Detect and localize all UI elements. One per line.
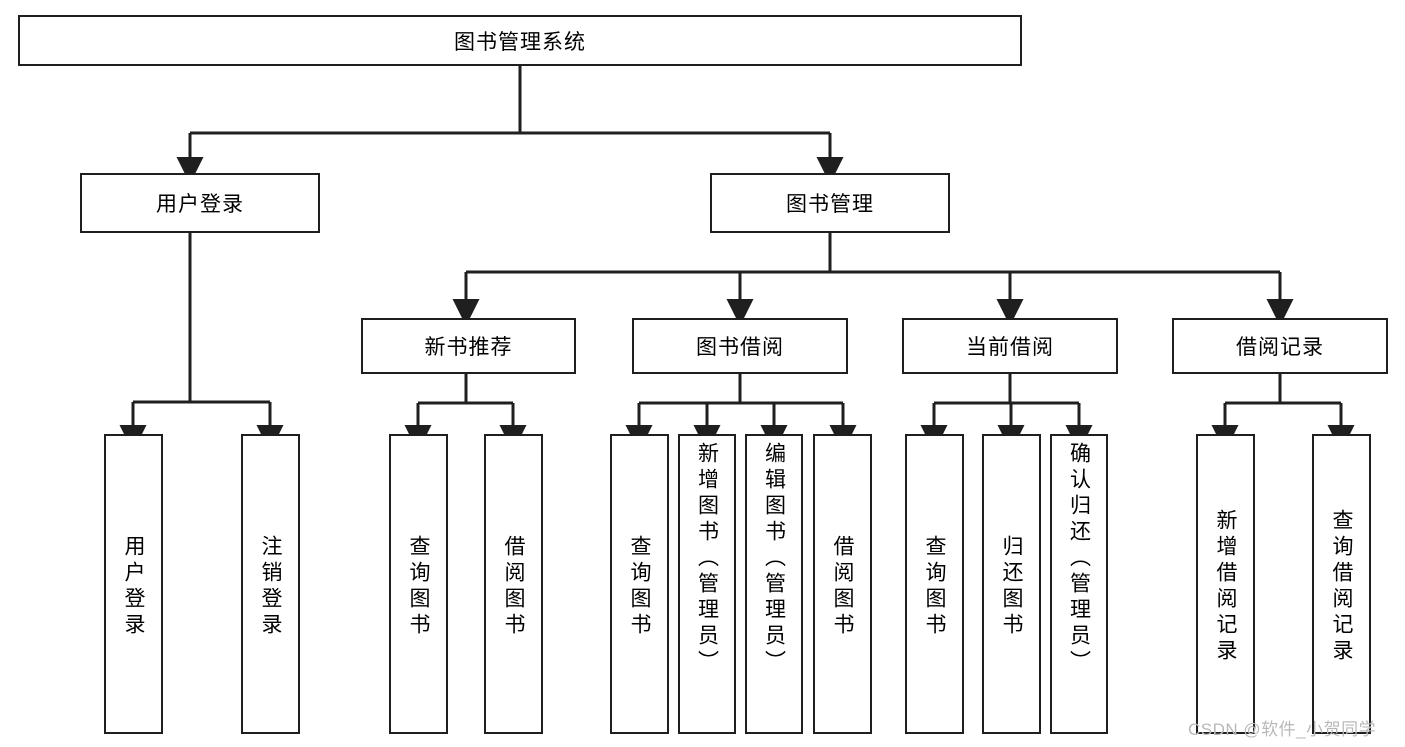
leaf-edit-book-admin[interactable]: 编辑图书（管理员） — [745, 434, 803, 734]
leaf-query-borrow-record-label: 查询借阅记录 — [1330, 509, 1353, 665]
node-book-management[interactable]: 图书管理 — [710, 173, 950, 233]
leaf-return-book-label: 归还图书 — [1000, 535, 1023, 639]
leaf-user-login-label: 用户登录 — [122, 535, 145, 639]
node-book-borrow-label: 图书借阅 — [696, 336, 784, 359]
node-root[interactable]: 图书管理系统 — [18, 15, 1022, 66]
leaf-query-book-borrow[interactable]: 查询图书 — [610, 434, 669, 734]
leaf-borrow-book-label: 借阅图书 — [831, 535, 854, 639]
node-user-login[interactable]: 用户登录 — [80, 173, 320, 233]
leaf-logout[interactable]: 注销登录 — [241, 434, 300, 734]
leaf-borrow-book[interactable]: 借阅图书 — [813, 434, 872, 734]
leaf-logout-label: 注销登录 — [259, 535, 282, 639]
node-book-borrow[interactable]: 图书借阅 — [632, 318, 848, 374]
leaf-add-book-admin[interactable]: 新增图书（管理员） — [678, 434, 736, 734]
leaf-query-borrow-record[interactable]: 查询借阅记录 — [1312, 434, 1371, 734]
node-new-book-recommend[interactable]: 新书推荐 — [361, 318, 576, 374]
leaf-add-borrow-record[interactable]: 新增借阅记录 — [1196, 434, 1255, 734]
leaf-query-book-current-label: 查询图书 — [923, 535, 946, 639]
leaf-add-book-admin-label: 新增图书（管理员） — [695, 442, 719, 676]
leaf-confirm-return-admin[interactable]: 确认归还（管理员） — [1050, 434, 1108, 734]
node-borrow-record[interactable]: 借阅记录 — [1172, 318, 1388, 374]
csdn-watermark: CSDN @软件_小贺同学 — [1188, 720, 1377, 739]
leaf-return-book[interactable]: 归还图书 — [982, 434, 1041, 734]
node-root-label: 图书管理系统 — [454, 30, 586, 54]
leaf-query-book-recommend-label: 查询图书 — [407, 535, 430, 639]
node-user-login-label: 用户登录 — [156, 193, 244, 216]
leaf-query-book-borrow-label: 查询图书 — [628, 535, 651, 639]
node-current-borrow-label: 当前借阅 — [966, 336, 1054, 359]
node-borrow-record-label: 借阅记录 — [1236, 336, 1324, 359]
leaf-query-book-recommend[interactable]: 查询图书 — [389, 434, 448, 734]
leaf-confirm-return-admin-label: 确认归还（管理员） — [1067, 442, 1091, 676]
leaf-borrow-book-recommend[interactable]: 借阅图书 — [484, 434, 543, 734]
node-new-book-recommend-label: 新书推荐 — [424, 336, 513, 359]
node-current-borrow[interactable]: 当前借阅 — [902, 318, 1118, 374]
leaf-add-borrow-record-label: 新增借阅记录 — [1214, 509, 1237, 665]
leaf-borrow-book-recommend-label: 借阅图书 — [502, 535, 525, 639]
node-book-management-label: 图书管理 — [786, 193, 874, 216]
leaf-query-book-current[interactable]: 查询图书 — [905, 434, 964, 734]
leaf-user-login[interactable]: 用户登录 — [104, 434, 163, 734]
leaf-edit-book-admin-label: 编辑图书（管理员） — [762, 442, 786, 676]
